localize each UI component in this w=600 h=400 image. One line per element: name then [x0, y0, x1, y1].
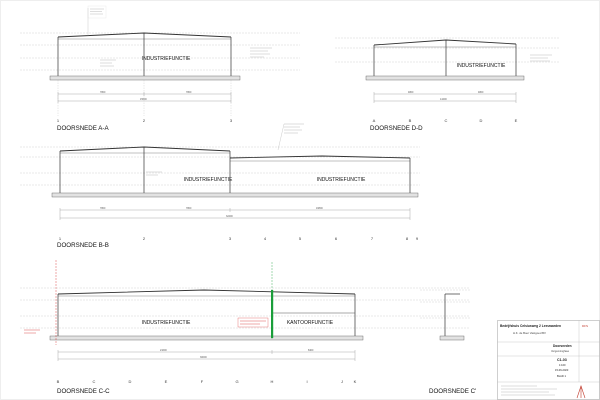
- grid-label-bb-1: 2: [143, 236, 146, 241]
- grid-label-bb-4: 5: [299, 236, 302, 241]
- section-aa: 7800 7800 15600 INDUSTRIEFUNCTIE 1 2 3: [20, 5, 300, 132]
- grid-axis-bb: 1 2 3 4 5 6 7 8 9: [59, 236, 419, 241]
- grid-label-cc-7: I: [306, 379, 307, 384]
- columns-aa: [57, 33, 232, 78]
- svg-text:32400: 32400: [226, 215, 233, 218]
- grid-label-cc-0: B: [57, 379, 60, 384]
- svg-text:21600: 21600: [160, 349, 167, 352]
- level-lines-aa: [20, 32, 300, 71]
- roof-cc: [57, 289, 356, 295]
- grid-label-bb-6: 7: [371, 236, 374, 241]
- svg-text:7800: 7800: [186, 207, 192, 210]
- function-label-bb-2: INDUSTRIEFUNCTIE: [317, 177, 366, 183]
- project-name: Bedrijfshuis Celsiusweg 2 Leeuwarden: [500, 324, 562, 328]
- svg-text:7800: 7800: [100, 207, 106, 210]
- annotations-aa: [87, 5, 272, 67]
- section-cprime: DOORSNEDE C': [420, 289, 476, 395]
- columns-dd: [373, 40, 517, 78]
- grid-axis-aa: 1 2 3: [57, 80, 233, 123]
- function-label-dd: INDUSTRIEFUNCTIE: [457, 63, 506, 69]
- svg-text:4800: 4800: [478, 91, 484, 94]
- svg-text:15600: 15600: [140, 98, 147, 101]
- grid-label-bb-0: 1: [59, 236, 62, 241]
- roof-dd: [373, 39, 517, 46]
- svg-text:7800: 7800: [186, 91, 192, 94]
- function-label-aa: INDUSTRIEFUNCTIE: [142, 56, 191, 62]
- grid-label-cc-5: G: [235, 379, 238, 384]
- grid-label-bb-7: 8: [406, 236, 409, 241]
- floor-cc: [49, 335, 364, 341]
- svg-text:14400: 14400: [440, 98, 447, 101]
- grid-label-cc-2: D: [129, 379, 132, 384]
- drawing-title: Doorsneden: [553, 344, 572, 348]
- section-title-dd: DOORSNEDE D-D: [370, 125, 423, 132]
- grid-label-dd-1: B: [409, 118, 412, 123]
- roof-aa: [57, 32, 232, 38]
- grid-label-aa-0: 1: [57, 118, 60, 123]
- sheet-number: BLAD 1: [557, 375, 566, 378]
- drawing-number: C1-03: [557, 358, 567, 362]
- grid-label-aa-2: 3: [230, 118, 233, 123]
- dimension-lines-bb: [59, 208, 411, 220]
- grid-label-cc-9: K: [354, 379, 357, 384]
- red-markers-cc: [24, 260, 269, 345]
- grid-axis-cc: B C D E F G H I J K: [57, 379, 357, 384]
- svg-text:30000: 30000: [200, 356, 207, 359]
- floor-dd: [365, 75, 525, 81]
- grid-label-cc-1: C: [93, 379, 96, 384]
- roof-bb-low: [229, 155, 411, 159]
- grid-label-dd-2: C: [445, 118, 448, 123]
- svg-text:16800: 16800: [316, 207, 323, 210]
- client-name: H.K. de Boer Vastgoed BV: [513, 331, 546, 335]
- grid-label-cc-8: J: [341, 379, 343, 384]
- roof-bb-high: [59, 146, 231, 152]
- svg-text:8400: 8400: [308, 349, 314, 352]
- grid-label-aa-1: 2: [143, 118, 146, 123]
- annotations-bb: [146, 123, 304, 176]
- grid-label-bb-3: 4: [264, 236, 267, 241]
- drawing-subtitle: Vergunningfase: [551, 350, 570, 353]
- function-label-bb-1: INDUSTRIEFUNCTIE: [184, 177, 233, 183]
- section-title-bb: DOORSNEDE B-B: [57, 242, 109, 249]
- grid-label-dd-4: E: [515, 118, 518, 123]
- drawing-date: 15-06-2023: [555, 369, 569, 372]
- drawing-scale: 1:100: [559, 364, 566, 367]
- function-label-cc-2: KANTOORFUNCTIE: [287, 320, 334, 326]
- dimension-lines-cc: [57, 350, 356, 361]
- title-block-frame: [497, 320, 600, 400]
- section-dd: 4800 4800 14400 INDUSTRIEFUNCTIE A B C D…: [335, 37, 560, 132]
- grid-axis-dd: A B C D E: [373, 118, 518, 123]
- svg-text:7800: 7800: [100, 91, 106, 94]
- grid-label-cc-4: F: [201, 379, 204, 384]
- grid-label-cc-3: E: [165, 379, 168, 384]
- level-lines-dd: [335, 37, 560, 63]
- grid-label-dd-0: A: [373, 118, 376, 123]
- function-label-cc-1: INDUSTRIEFUNCTIE: [142, 320, 191, 326]
- green-wall-cc: [271, 262, 274, 340]
- grid-label-bb-5: 6: [335, 236, 338, 241]
- floor-bb: [51, 192, 419, 198]
- grid-label-bb-8: 9: [416, 236, 419, 241]
- title-block: Bedrijfshuis Celsiusweg 2 Leeuwarden H.K…: [497, 320, 600, 400]
- section-cc: 21600 8400 30000 INDUSTRIEFUNCTIE KANTOO…: [20, 260, 470, 395]
- level-lines-cc: [20, 287, 470, 329]
- columns-cc: [57, 294, 356, 338]
- dimension-lines-dd: [373, 92, 517, 103]
- section-title-aa: DOORSNEDE A-A: [57, 125, 109, 132]
- floor-aa: [49, 75, 241, 81]
- annotations-dd: [530, 54, 552, 62]
- grid-label-bb-2: 3: [229, 236, 232, 241]
- grid-label-cc-6: H: [271, 379, 274, 384]
- section-title-cprime: DOORSNEDE C': [429, 388, 476, 395]
- office-abbr: DFS: [582, 324, 588, 328]
- grid-label-dd-3: D: [480, 118, 483, 123]
- section-title-cc: DOORSNEDE C-C: [57, 388, 110, 395]
- section-bb: 7800 7800 16800 32400 INDUSTRIEFUNCTIE I…: [20, 123, 420, 249]
- columns-bb: [59, 147, 411, 195]
- svg-text:4800: 4800: [408, 91, 414, 94]
